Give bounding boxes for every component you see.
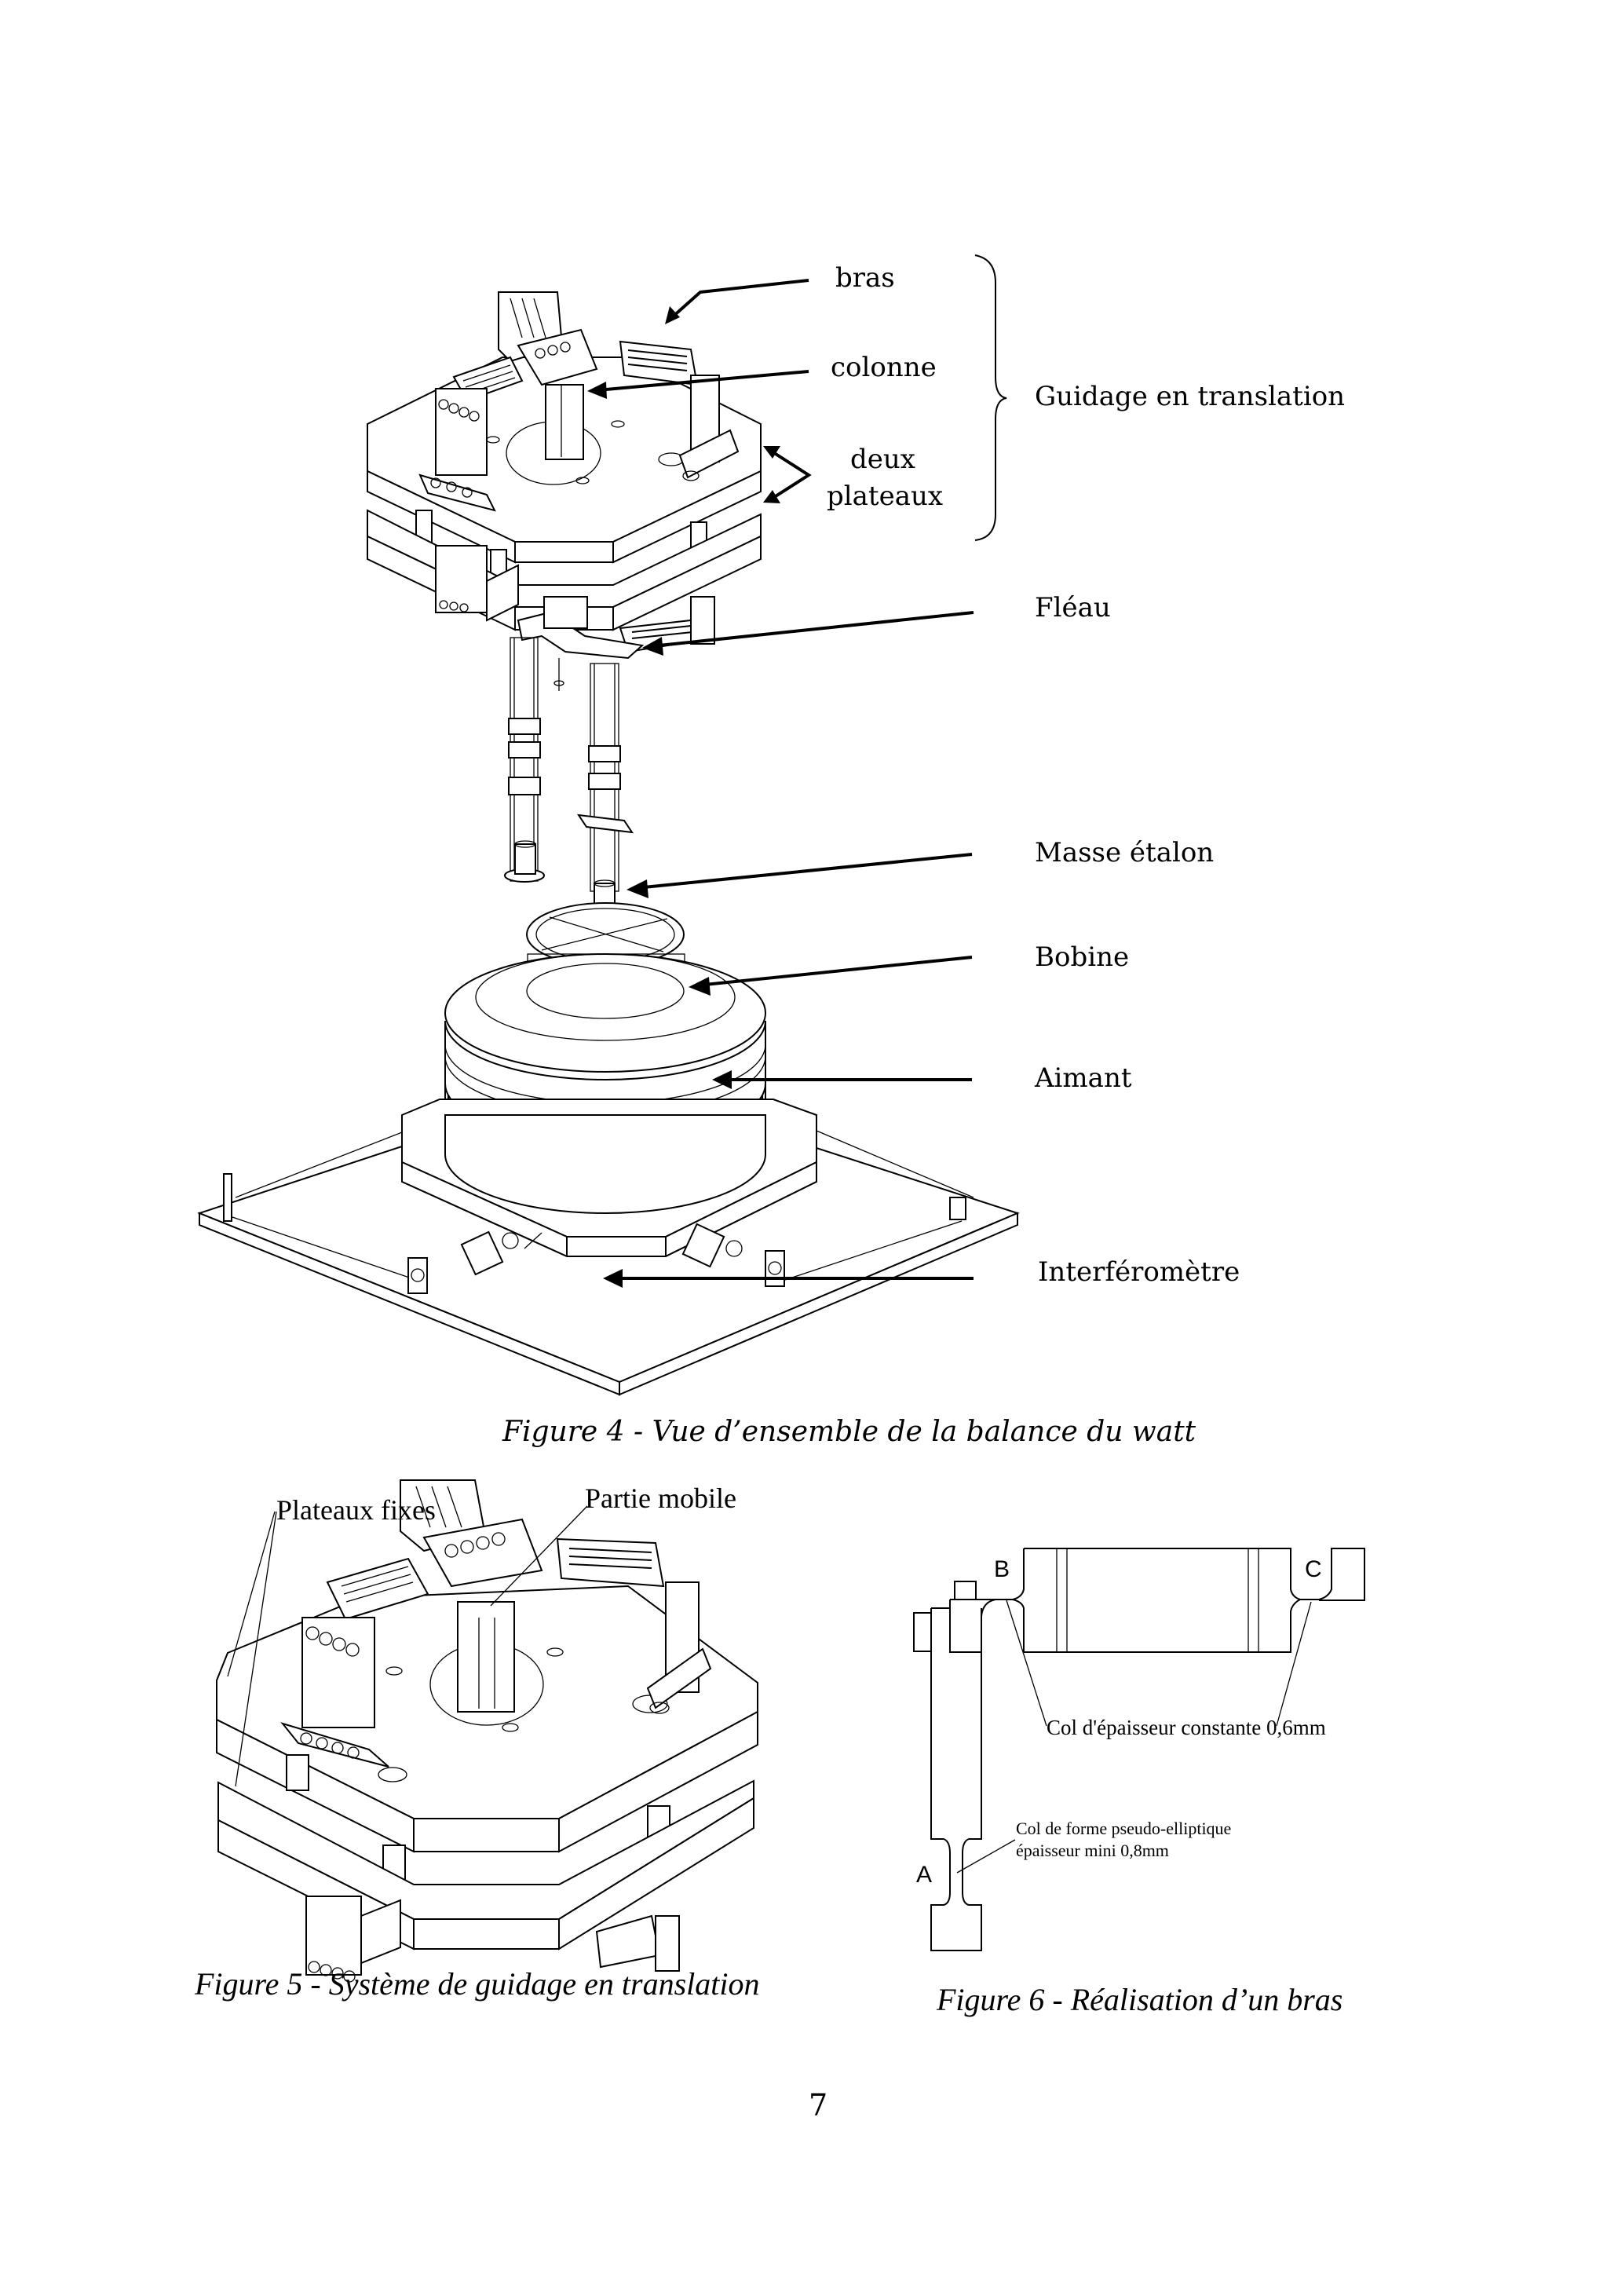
label-masse-etalon: Masse étalon <box>1035 837 1215 868</box>
label-colonne: colonne <box>831 352 937 383</box>
magnet-base <box>401 1099 817 1258</box>
label-guidage-en-translation: Guidage en translation <box>1035 381 1346 412</box>
arm-part <box>913 1548 1365 1951</box>
label-plateaux: plateaux <box>827 481 944 512</box>
label-deux: deux <box>850 444 915 475</box>
label-col-constant: Col d'épaisseur constante 0,6mm <box>1047 1716 1326 1739</box>
label-point-b: B <box>994 1556 1010 1582</box>
label-point-c: C <box>1305 1556 1322 1582</box>
interferometer-table <box>197 1130 1020 1396</box>
page-number: 7 <box>809 2088 828 2122</box>
label-partie-mobile: Partie mobile <box>585 1483 736 1514</box>
curly-brace <box>974 254 1007 541</box>
label-col-elliptic-line2: épaisseur mini 0,8mm <box>1016 1841 1169 1860</box>
label-aimant: Aimant <box>1035 1062 1132 1094</box>
figure-4-caption: Figure 4 - Vue d’ensemble de la balance … <box>502 1416 1196 1448</box>
label-bras: bras <box>835 262 895 294</box>
figure-6-caption: Figure 6 - Réalisation d’un bras <box>937 1982 1343 2017</box>
arms-bottom <box>435 545 715 653</box>
label-fleau: Fléau <box>1035 592 1111 623</box>
arm-blocks <box>280 1479 712 1983</box>
callout-arrows <box>587 279 974 1288</box>
figure-5-caption: Figure 5 - Système de guidage en transla… <box>195 1966 760 2002</box>
leader-lines <box>227 1505 588 1787</box>
label-plateaux-fixes: Plateaux fixes <box>276 1494 436 1526</box>
label-bobine: Bobine <box>1035 941 1130 973</box>
label-interferometre: Interféromètre <box>1038 1256 1240 1288</box>
beam <box>517 596 645 691</box>
arms-top <box>418 291 740 512</box>
label-point-a: A <box>916 1862 933 1888</box>
label-col-elliptic-line1: Col de forme pseudo-elliptique <box>1016 1819 1232 1838</box>
